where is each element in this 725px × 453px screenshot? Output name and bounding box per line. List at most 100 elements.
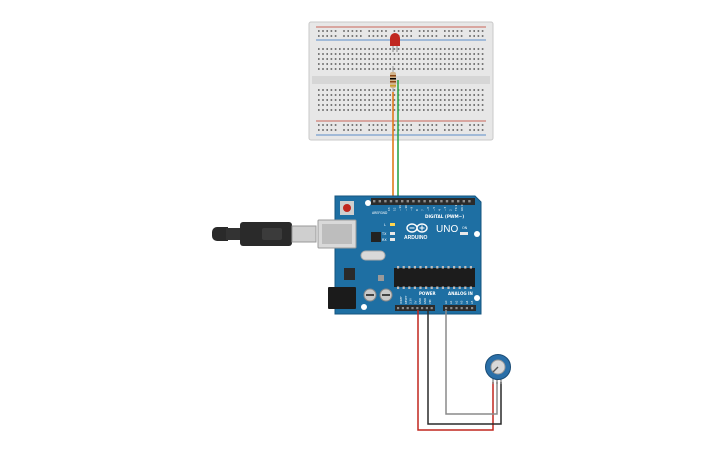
breadboard-hole	[376, 58, 379, 60]
breadboard-hole	[372, 48, 375, 50]
digital-pin-label: 7	[421, 209, 425, 211]
breadboard-hole	[389, 104, 391, 106]
breadboard-hole	[326, 129, 328, 131]
resistor-band-1	[390, 75, 396, 77]
gray-wire-a0[interactable]	[445, 310, 498, 415]
breadboard-hole	[355, 104, 358, 106]
breadboard-hole	[360, 35, 362, 37]
breadboard-hole	[402, 109, 404, 111]
breadboard-hole	[397, 53, 400, 55]
breadboard-hole	[460, 109, 463, 111]
breadboard-hole	[402, 58, 404, 60]
chip-pin	[441, 286, 444, 289]
breadboard-hole	[351, 99, 354, 101]
breadboard-hole	[355, 48, 358, 50]
breadboard-hole	[452, 53, 454, 55]
breadboard-hole	[343, 30, 345, 32]
red-wire-5v[interactable]	[417, 310, 494, 431]
breadboard-hole	[351, 124, 354, 126]
breadboard-hole	[423, 35, 425, 37]
breadboard-hole	[431, 63, 433, 65]
breadboard-hole	[334, 48, 337, 50]
breadboard-hole	[444, 99, 446, 101]
breadboard-hole	[469, 48, 471, 50]
breadboard-hole	[431, 94, 433, 96]
breadboard-hole	[448, 104, 450, 106]
breadboard-hole	[448, 68, 450, 70]
breadboard-hole	[423, 58, 425, 60]
breadboard-hole	[469, 63, 471, 65]
breadboard-hole	[334, 30, 337, 32]
breadboard-hole	[448, 89, 450, 91]
breadboard-hole	[402, 124, 404, 126]
breadboard-hole	[410, 68, 412, 70]
breadboard-hole	[448, 35, 450, 37]
breadboard-hole	[393, 63, 396, 65]
breadboard	[308, 21, 494, 141]
breadboard-hole	[452, 58, 454, 60]
reset-button[interactable]	[343, 204, 351, 212]
chip-pin	[408, 286, 411, 289]
breadboard-hole	[460, 129, 463, 131]
breadboard-hole	[477, 53, 480, 55]
breadboard-hole	[318, 104, 320, 106]
breadboard-hole	[406, 99, 408, 101]
breadboard-hole	[376, 35, 379, 37]
breadboard-hole	[465, 89, 467, 91]
breadboard-hole	[322, 30, 324, 32]
breadboard-hole	[355, 129, 358, 131]
breadboard-hole	[343, 53, 345, 55]
breadboard-hole	[427, 94, 429, 96]
breadboard-hole	[351, 129, 354, 131]
header-pin	[423, 200, 426, 203]
breadboard-hole	[368, 99, 370, 101]
usb-cable[interactable]	[212, 222, 317, 246]
breadboard-hole	[418, 53, 421, 55]
breadboard-hole	[477, 129, 480, 131]
breadboard-hole	[452, 129, 454, 131]
breadboard-hole	[431, 58, 433, 60]
chip-pin	[441, 266, 444, 269]
breadboard-hole	[469, 30, 471, 32]
breadboard-hole	[481, 35, 484, 37]
breadboard-hole	[330, 63, 333, 65]
breadboard-hole	[343, 109, 345, 111]
crystal-oscillator	[360, 250, 386, 261]
breadboard-hole	[435, 30, 438, 32]
breadboard-hole	[397, 63, 400, 65]
breadboard-hole	[418, 104, 421, 106]
resistor[interactable]	[390, 66, 396, 96]
breadboard-hole	[439, 53, 442, 55]
breadboard-hole	[355, 109, 358, 111]
breadboard-hole	[406, 124, 408, 126]
breadboard-hole	[448, 129, 450, 131]
breadboard-hole	[372, 99, 375, 101]
black-wire-gnd[interactable]	[427, 310, 502, 425]
breadboard-hole	[339, 58, 341, 60]
header-pin	[411, 307, 414, 310]
breadboard-hole	[444, 68, 446, 70]
chip-pin	[469, 266, 472, 269]
breadboard-hole	[364, 104, 366, 106]
l-led-label: L	[384, 223, 386, 227]
breadboard-hole	[448, 53, 450, 55]
potentiometer[interactable]	[485, 354, 511, 385]
breadboard-hole	[452, 48, 454, 50]
header-pin	[462, 200, 465, 203]
breadboard-hole	[481, 58, 484, 60]
breadboard-hole	[318, 124, 320, 126]
breadboard-hole	[410, 63, 412, 65]
breadboard-hole	[402, 68, 404, 70]
header-pin	[384, 200, 387, 203]
led[interactable]	[390, 33, 400, 52]
breadboard-hole	[477, 104, 480, 106]
breadboard-hole	[423, 68, 425, 70]
small-component	[378, 275, 384, 281]
breadboard-hole	[410, 129, 412, 131]
breadboard-hole	[368, 53, 370, 55]
breadboard-hole	[318, 58, 320, 60]
breadboard-hole	[372, 68, 375, 70]
breadboard-hole	[343, 89, 345, 91]
breadboard-hole	[318, 30, 320, 32]
